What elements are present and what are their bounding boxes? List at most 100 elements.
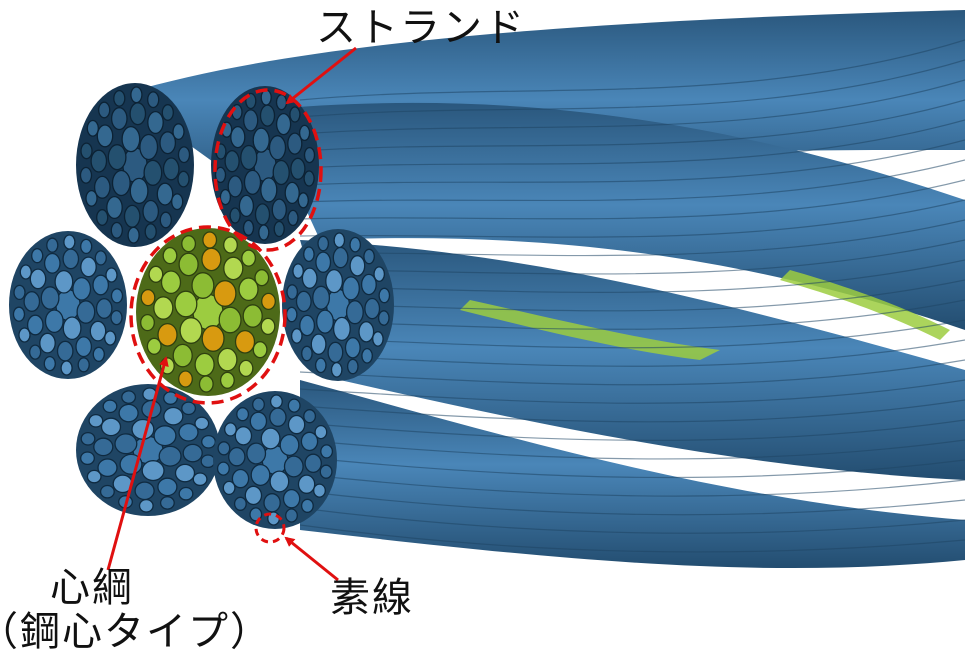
wire-cross-section <box>264 494 280 512</box>
wire-cross-section <box>81 168 92 184</box>
wire-cross-section <box>334 317 351 340</box>
wire-cross-section <box>225 423 237 436</box>
wire-cross-section <box>40 333 55 353</box>
wire-cross-section <box>334 233 344 247</box>
wire-cross-section <box>221 372 235 388</box>
wire-cross-section <box>202 436 216 448</box>
wire-cross-section <box>91 150 106 172</box>
core-label: 心綱 <box>50 568 134 608</box>
wire-cross-section <box>293 264 303 278</box>
wire-cross-section <box>57 341 72 361</box>
wire-cross-section <box>144 160 162 185</box>
wire-cross-section <box>346 338 361 358</box>
wire-cross-section <box>154 426 176 446</box>
wire-cross-section <box>302 499 314 512</box>
wire-cross-section <box>273 161 289 185</box>
wire-cross-section <box>347 301 364 324</box>
wire-cross-section <box>350 256 365 276</box>
wire-cross-section <box>253 342 267 358</box>
wire-cross-section <box>77 301 95 323</box>
wire-cross-section <box>350 238 360 252</box>
wire-cross-section <box>105 331 116 345</box>
wire-cross-section <box>103 400 117 412</box>
wire-cross-section <box>304 247 314 261</box>
wire-cross-section <box>304 410 316 423</box>
wire-cross-section <box>90 321 105 341</box>
wire-cross-section <box>173 124 184 140</box>
wire-cross-section <box>45 253 60 273</box>
core-rope-cross-section <box>136 228 280 396</box>
wire-cross-section <box>314 484 326 497</box>
wire-label: 素線 <box>330 578 414 618</box>
wire-cross-section <box>195 353 214 375</box>
wire-cross-section <box>180 318 202 344</box>
wire-cross-section <box>73 278 91 300</box>
wire-cross-section <box>288 399 300 412</box>
wire-cross-section <box>141 290 155 306</box>
wire-cross-section <box>149 266 163 282</box>
wire-cross-section <box>130 103 145 125</box>
strand-label: ストランド <box>316 8 526 48</box>
wire-cross-section <box>364 249 374 263</box>
wire-cross-section <box>237 408 249 421</box>
wire-cross-section <box>44 357 55 371</box>
wire-cross-section <box>302 346 312 360</box>
wire-cross-section <box>261 105 275 126</box>
wire-cross-section <box>270 136 286 160</box>
wire-cross-section <box>179 253 198 275</box>
wire-cross-section <box>179 147 190 163</box>
wire-cross-section <box>218 348 237 370</box>
wire-cross-section <box>280 435 299 456</box>
wire-cross-section <box>255 270 269 286</box>
wire-cross-section <box>125 205 140 227</box>
wire-cross-section <box>131 87 142 103</box>
wire-cross-section <box>316 358 326 372</box>
wire-cross-section <box>193 473 207 485</box>
wire-cross-section <box>244 110 258 131</box>
wire-cross-section <box>362 349 372 363</box>
wire-cross-section <box>297 291 312 311</box>
wire-cross-section <box>241 146 257 170</box>
wire-cross-section <box>299 475 315 493</box>
wire-cross-section <box>95 251 106 265</box>
wire-cross-section <box>161 497 175 509</box>
wire-cross-section <box>261 318 275 334</box>
wire-cross-section <box>285 182 299 203</box>
wire-cross-section <box>261 178 277 202</box>
wire-cross-section <box>379 311 389 325</box>
wire-cross-section <box>176 464 195 481</box>
wire-cross-section <box>284 490 300 508</box>
wire-cross-section <box>108 145 126 170</box>
wire-cross-section <box>135 482 154 499</box>
wire-cross-section <box>163 248 177 264</box>
wire-cross-section <box>142 461 164 481</box>
wire-arrow <box>286 538 338 580</box>
wire-cross-section <box>285 456 304 477</box>
wire-cross-section <box>242 250 256 266</box>
wire-cross-section <box>63 249 78 269</box>
wire-cross-section <box>291 158 305 179</box>
wire-cross-section <box>220 190 230 205</box>
wire-cross-section <box>262 293 276 309</box>
wire-cross-section <box>304 171 314 186</box>
wire-cross-section <box>223 481 235 494</box>
wire-cross-section <box>379 288 389 302</box>
wire-cross-section <box>182 402 196 414</box>
wire-cross-section <box>250 412 266 430</box>
wire-cross-section <box>316 252 331 272</box>
wire-cross-section <box>143 201 158 223</box>
wire-cross-section <box>317 310 334 333</box>
wire-cross-section <box>311 334 326 354</box>
wire-cross-section <box>318 236 328 250</box>
wire-cross-section <box>46 310 64 332</box>
wire-cross-section <box>218 442 230 455</box>
wire-cross-section <box>244 220 254 235</box>
wire-cross-section <box>287 307 297 321</box>
wire-cross-section <box>179 371 193 387</box>
wire-cross-section <box>175 291 197 317</box>
strand-cross-section-middle-right <box>282 229 394 381</box>
wire-cross-section <box>243 305 262 327</box>
wire-cross-section <box>14 285 25 299</box>
wire-cross-section <box>179 488 193 500</box>
